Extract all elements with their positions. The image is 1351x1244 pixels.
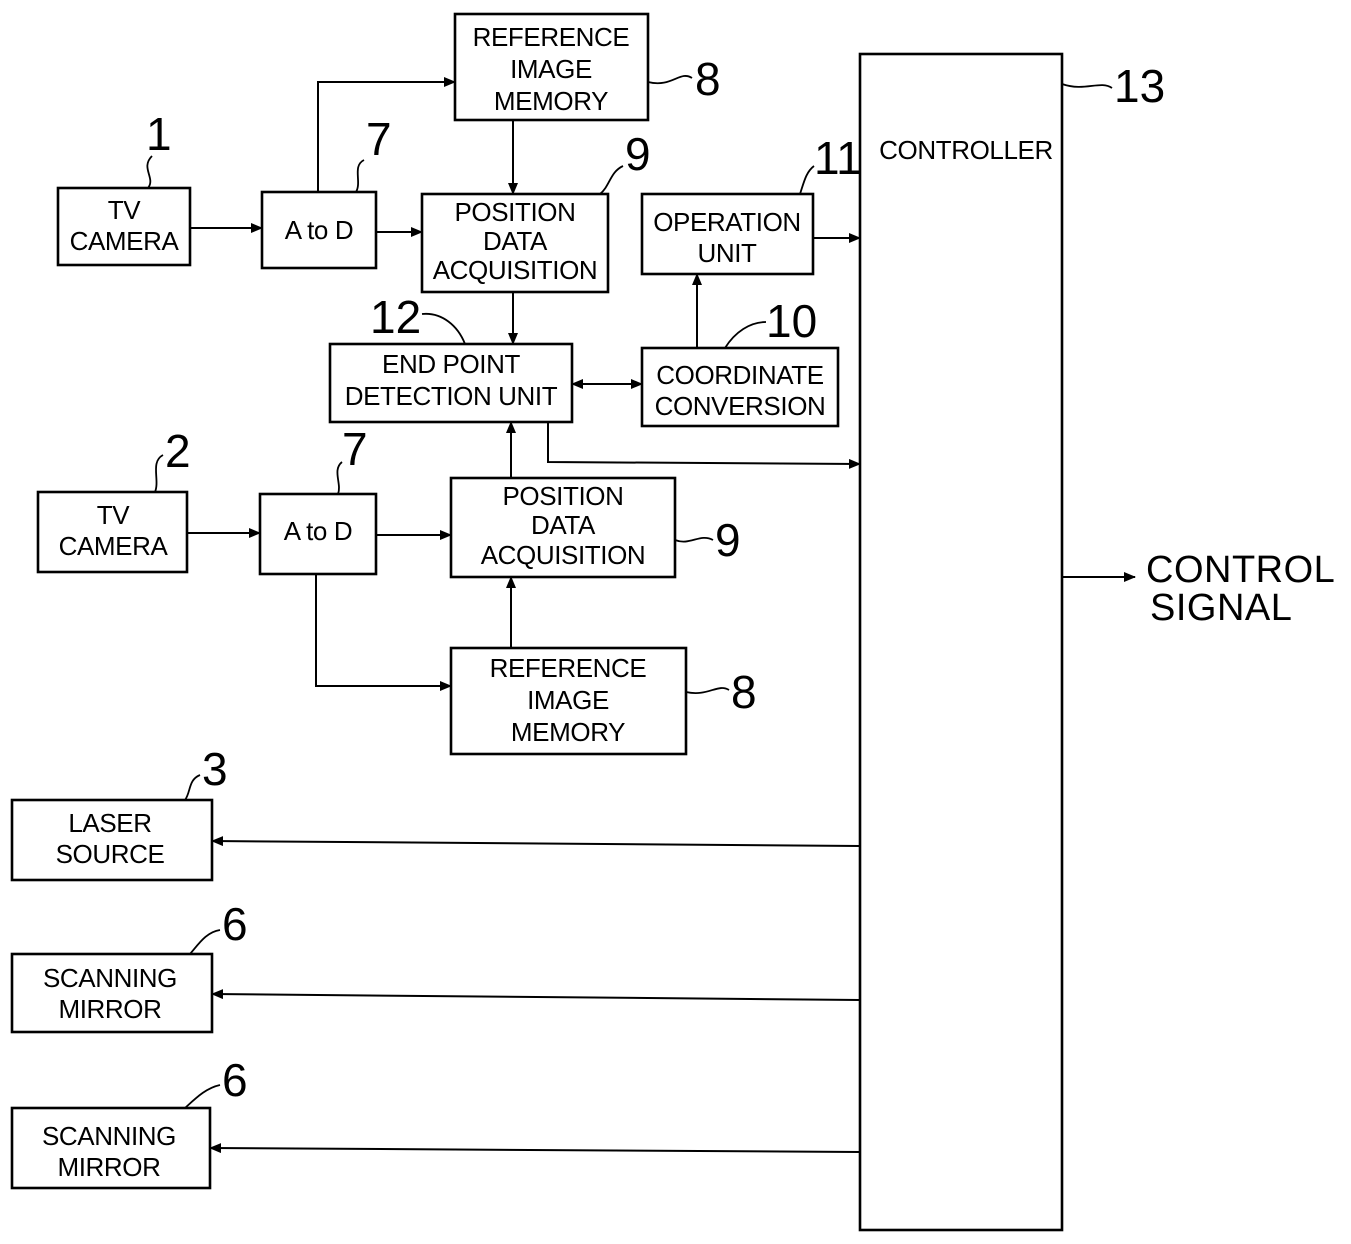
block-label-line: A to D [284, 516, 352, 546]
arrow-atod-to-reference-memory-bottom [316, 574, 451, 686]
block-label-line: MIRROR [58, 994, 161, 1024]
block-label-line: TV [108, 195, 141, 225]
ref-numeral-position-acq-top: 9 [625, 128, 651, 180]
block-label-line: ACQUISITION [481, 540, 646, 570]
leader-line [1062, 84, 1112, 88]
leader-line [356, 160, 364, 192]
block-label-line: MEMORY [494, 86, 608, 116]
block-label-line: REFERENCE [473, 22, 630, 52]
ref-numeral-atod-top: 7 [366, 113, 392, 165]
block-label-line: MIRROR [57, 1152, 160, 1182]
scanning-mirror-2-block: SCANNING MIRROR [12, 1108, 210, 1188]
leader-line [686, 688, 729, 693]
ref-numeral-scanning-mirror-2: 6 [222, 1054, 248, 1106]
ref-numeral-scanning-mirror-1: 6 [222, 898, 248, 950]
controller-box [860, 54, 1062, 1230]
arrow-controller-to-scanning-mirror-1 [212, 994, 860, 1000]
leader-line [600, 166, 623, 194]
block-label-line: OPERATION [653, 207, 801, 237]
position-data-acquisition-bottom-block: POSITION DATA ACQUISITION [451, 478, 675, 577]
ref-numeral-camera-1: 1 [146, 108, 172, 160]
ref-numeral-camera-2: 2 [165, 425, 191, 477]
leader-line [422, 314, 465, 344]
position-data-acquisition-top-block: POSITION DATA ACQUISITION [422, 194, 608, 292]
block-label-line: DATA [483, 226, 548, 256]
ref-numeral-coordinate-conversion: 10 [766, 295, 817, 347]
coordinate-conversion-block: COORDINATE CONVERSION [642, 348, 838, 426]
ref-numeral-laser-source: 3 [202, 743, 228, 795]
block-label-line: POSITION [454, 197, 575, 227]
block-label-line: SCANNING [43, 963, 177, 993]
arrow-end-point-to-controller [548, 422, 860, 464]
block-label-line: DETECTION UNIT [345, 381, 558, 411]
leader-line [185, 1085, 220, 1108]
control-signal-output: CONTROL SIGNAL [1146, 549, 1335, 629]
block-label-line: DATA [531, 510, 596, 540]
ref-numeral-end-point: 12 [370, 291, 421, 343]
ref-numeral-operation-unit: 11 [814, 132, 862, 184]
ref-numeral-reference-memory-top: 8 [695, 53, 721, 105]
a-to-d-bottom-block: A to D [260, 494, 376, 574]
leader-line [185, 775, 200, 800]
reference-image-memory-bottom-block: REFERENCE IMAGE MEMORY [451, 648, 686, 754]
block-label-line: POSITION [502, 481, 623, 511]
block-label-line: CONVERSION [655, 391, 826, 421]
ref-numeral-reference-memory-bottom: 8 [731, 666, 757, 718]
block-label-line: ACQUISITION [433, 255, 598, 285]
controller-block: CONTROLLER [860, 54, 1062, 1230]
block-label-line: UNIT [697, 238, 757, 268]
block-label-line: LASER [68, 808, 151, 838]
tv-camera-2-block: TV CAMERA [38, 492, 187, 572]
operation-unit-block: OPERATION UNIT [642, 194, 813, 274]
scanning-mirror-1-block: SCANNING MIRROR [12, 954, 212, 1032]
end-point-detection-unit-block: END POINT DETECTION UNIT [330, 344, 572, 422]
leader-line [725, 322, 766, 348]
block-label-line: SCANNING [42, 1121, 176, 1151]
leader-line [155, 455, 163, 492]
tv-camera-1-block: TV CAMERA [58, 188, 190, 265]
block-label-line: CAMERA [70, 226, 180, 256]
block-label-line: CONTROLLER [879, 135, 1053, 165]
block-label-line: COORDINATE [656, 360, 823, 390]
block-label-line: CAMERA [59, 531, 169, 561]
block-label-line: TV [97, 500, 130, 530]
control-signal-line: CONTROL [1146, 549, 1335, 591]
ref-numeral-controller: 13 [1114, 60, 1165, 112]
leader-line [648, 76, 692, 83]
block-label-line: IMAGE [527, 685, 609, 715]
laser-source-block: LASER SOURCE [12, 800, 212, 880]
block-label-line: MEMORY [511, 717, 625, 747]
control-signal-line: SIGNAL [1150, 587, 1292, 629]
leader-line [675, 538, 713, 542]
leader-line [147, 156, 152, 188]
block-label-line: SOURCE [56, 839, 165, 869]
reference-image-memory-top-block: REFERENCE IMAGE MEMORY [455, 14, 648, 120]
arrow-controller-to-laser-source [212, 841, 860, 846]
ref-numeral-atod-bottom: 7 [342, 423, 368, 475]
block-label-line: REFERENCE [490, 653, 647, 683]
ref-numeral-position-acq-bottom: 9 [715, 514, 741, 566]
leader-line [190, 930, 220, 954]
block-label-line: A to D [285, 215, 353, 245]
arrow-controller-to-scanning-mirror-2 [210, 1148, 860, 1152]
block-label-line: END POINT [382, 349, 520, 379]
block-label-line: IMAGE [510, 54, 592, 84]
leader-line [800, 166, 814, 194]
a-to-d-top-block: A to D [262, 192, 376, 268]
